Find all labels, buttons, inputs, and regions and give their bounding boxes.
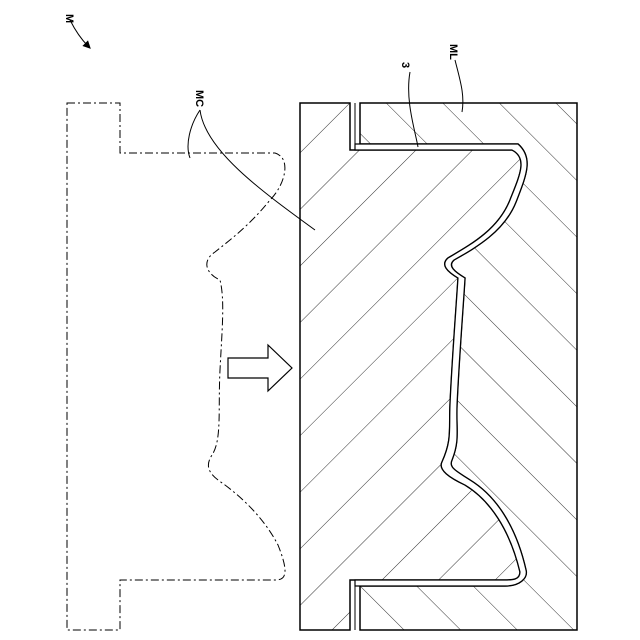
leader-m — [70, 20, 88, 46]
label-mc: MC — [193, 90, 205, 107]
leader-mc-1 — [188, 110, 200, 158]
leader-mc-2 — [200, 110, 315, 230]
label-m: M — [63, 14, 75, 23]
label-3: 3 — [399, 62, 411, 68]
insertion-arrow — [228, 345, 292, 391]
label-ml: ML — [447, 44, 459, 60]
